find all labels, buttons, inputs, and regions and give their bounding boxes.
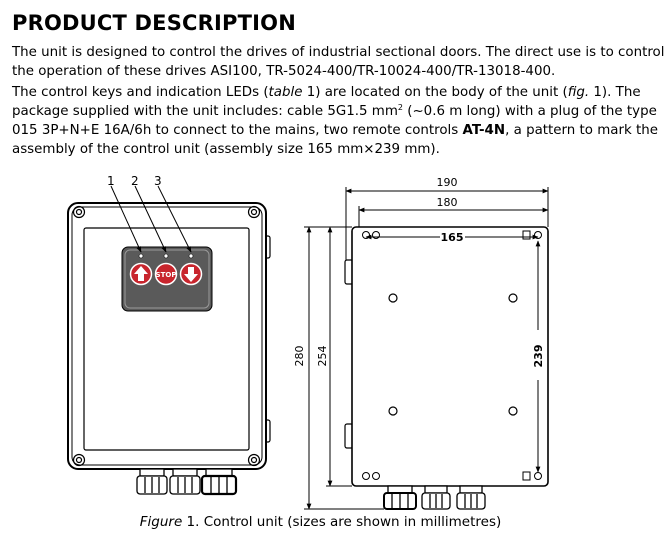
- callout-1: 1: [107, 174, 115, 188]
- superscript: 2: [397, 103, 403, 112]
- screw-icon: [72, 205, 261, 467]
- page-title: PRODUCT DESCRIPTION: [12, 11, 296, 35]
- open-arrow-up-icon: [129, 262, 153, 286]
- callout-2: 2: [131, 174, 139, 188]
- figure-caption: Figure 1. Control unit (sizes are shown …: [0, 514, 641, 530]
- intro-line-2: the operation of these drives ASI100, TR…: [12, 64, 556, 79]
- dimension-280: 280: [293, 346, 306, 367]
- mounting-hole-icon: [388, 293, 518, 416]
- caption-text: 1. Control unit (sizes are shown in mill…: [182, 514, 502, 530]
- dimension-239: 239: [532, 345, 545, 368]
- remote-model: AT-4N: [462, 123, 506, 138]
- text-segment: (~0.6 m long) with a plug of the type: [402, 104, 657, 119]
- close-arrow-down-icon: [179, 262, 203, 286]
- figure-reference: fig.: [567, 85, 590, 100]
- text-segment: 1). The: [589, 85, 641, 100]
- key-panel: STOP: [121, 246, 213, 312]
- intro-line-1: The unit is designed to control the driv…: [12, 45, 664, 60]
- stop-label: STOP: [156, 271, 177, 279]
- package-line-4: assembly of the control unit (assembly s…: [12, 142, 440, 157]
- text-segment: , a pattern to mark the: [505, 123, 658, 138]
- text-segment: package supplied with the unit includes:…: [12, 104, 398, 119]
- stop-button-icon: STOP: [154, 262, 178, 286]
- dimension-254: 254: [316, 346, 329, 367]
- front-view: STOP 1 2 3: [67, 174, 271, 496]
- package-line-1: The control keys and indication LEDs (ta…: [12, 83, 641, 102]
- table-reference: table: [268, 85, 303, 100]
- text-segment: The control keys and indication LEDs (: [12, 85, 269, 100]
- back-view: 190 180 165 280 254 239: [293, 176, 549, 510]
- caption-prefix: Figure: [139, 514, 183, 530]
- text-segment: 1) are located on the body of the unit (: [302, 85, 568, 100]
- intro-paragraph: The unit is designed to control the driv…: [12, 43, 664, 81]
- package-line-2: package supplied with the unit includes:…: [12, 102, 657, 121]
- dimension-165: 165: [441, 231, 464, 244]
- dimension-180: 180: [437, 196, 458, 209]
- callout-3: 3: [154, 174, 162, 188]
- callout-leaders: [110, 185, 192, 253]
- package-line-3: 015 3P+N+E 16A/6h to connect to the main…: [12, 121, 658, 140]
- dimension-lines: [304, 187, 549, 510]
- cable-gland-icon: [136, 468, 238, 496]
- control-unit-figure: STOP 1 2 3: [67, 174, 549, 510]
- text-segment: 015 3P+N+E 16A/6h to connect to the main…: [12, 123, 463, 138]
- dimension-190: 190: [437, 176, 458, 189]
- package-paragraph: The control keys and indication LEDs (ta…: [12, 83, 658, 159]
- cable-gland-icon: [383, 485, 486, 510]
